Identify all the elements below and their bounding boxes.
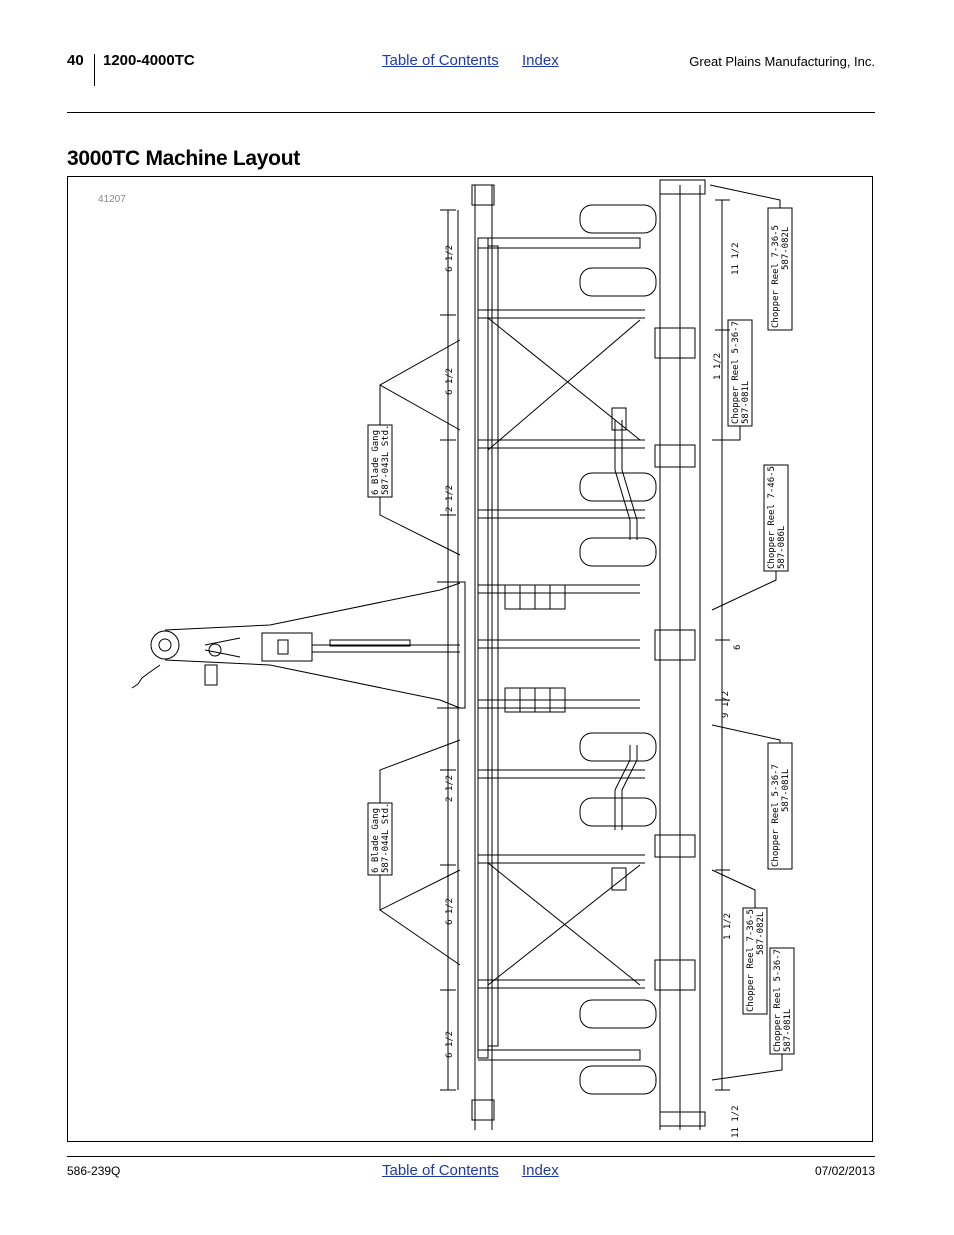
reel-callout-line2: 587-086L [777, 526, 787, 569]
dimension-labels: 6 1/2 6 1/2 2 1/2 2 1/2 6 1/2 6 1/2 11 1… [445, 242, 743, 1138]
page-number: 40 [67, 52, 84, 69]
leader-lines [379, 184, 783, 1081]
reel-callout-line1: Chopper Reel 5-36-7 [731, 321, 741, 424]
reel-callout-line2: 587-081L [781, 769, 791, 812]
reel-callout-line2: 587-082L [781, 227, 791, 270]
reel-callout-line1: Chopper Reel 5-36-7 [771, 764, 781, 867]
reel-callout-line2: 587-081L [783, 1009, 793, 1052]
reel-callout-line1: Chopper Reel 7-36-5 [771, 225, 781, 328]
dim-label: 2 1/2 [445, 775, 455, 802]
dim-label: 6 1/2 [445, 245, 455, 272]
reel-callout-line2: 587-081L [741, 381, 751, 424]
blade-gangs [457, 184, 495, 1130]
document-number: 586-239Q [67, 1164, 121, 1178]
reel-callout-line1: Chopper Reel 5-36-7 [773, 949, 783, 1052]
reel-callout-line1: Chopper Reel 7-46-5 [767, 466, 777, 569]
transport-wheels [579, 204, 657, 1095]
gang-callout-line2: 587-044L Std. [381, 803, 391, 873]
header-index-link[interactable]: Index [522, 52, 559, 69]
dim-label: 6 1/2 [445, 1031, 455, 1058]
reel-callout-line2: 587-082L [756, 912, 766, 955]
callout-labels: 6 Blade Gang 587-043L Std. 6 Blade Gang … [371, 225, 793, 1052]
footer-rule [67, 1156, 875, 1157]
dim-label: 2 1/2 [445, 485, 455, 512]
header-toc-link[interactable]: Table of Contents [382, 52, 499, 69]
hitch-tongue [131, 581, 466, 709]
header-divider [94, 54, 95, 86]
dim-label: 6 1/2 [445, 898, 455, 925]
hydraulic-lines [611, 407, 638, 891]
dimension-lines [440, 199, 730, 1091]
footer-index-link[interactable]: Index [522, 1162, 559, 1179]
dim-label: 9 1/2 [721, 691, 731, 718]
dim-label: 11 1/2 [731, 1105, 741, 1138]
main-frame [477, 237, 645, 1061]
chopper-reels [654, 179, 706, 1130]
dim-label: 6 1/2 [445, 368, 455, 395]
machine-layout-drawing: 6 1/2 6 1/2 2 1/2 2 1/2 6 1/2 6 1/2 11 1… [131, 179, 795, 1138]
dim-label: 1 1/2 [723, 913, 733, 940]
figure-frame [67, 176, 873, 1142]
dim-label: 11 1/2 [731, 242, 741, 275]
figure-id: 41207 [98, 194, 126, 205]
publication-date: 07/02/2013 [814, 1164, 875, 1178]
dim-label: 6 [733, 645, 743, 650]
gang-callout-line2: 587-043L Std. [381, 425, 391, 495]
footer-toc-link[interactable]: Table of Contents [382, 1162, 499, 1179]
reel-callout-line1: Chopper Reel 7-36-5 [746, 909, 756, 1012]
gang-callout-line1: 6 Blade Gang [371, 808, 381, 873]
header-rule [67, 112, 875, 113]
page-title: 3000TC Machine Layout [67, 147, 300, 170]
model-name: 1200-4000TC [103, 52, 195, 69]
gang-callout-line1: 6 Blade Gang [371, 430, 381, 495]
company-name: Great Plains Manufacturing, Inc. [689, 54, 875, 69]
dim-label: 1 1/2 [713, 353, 723, 380]
